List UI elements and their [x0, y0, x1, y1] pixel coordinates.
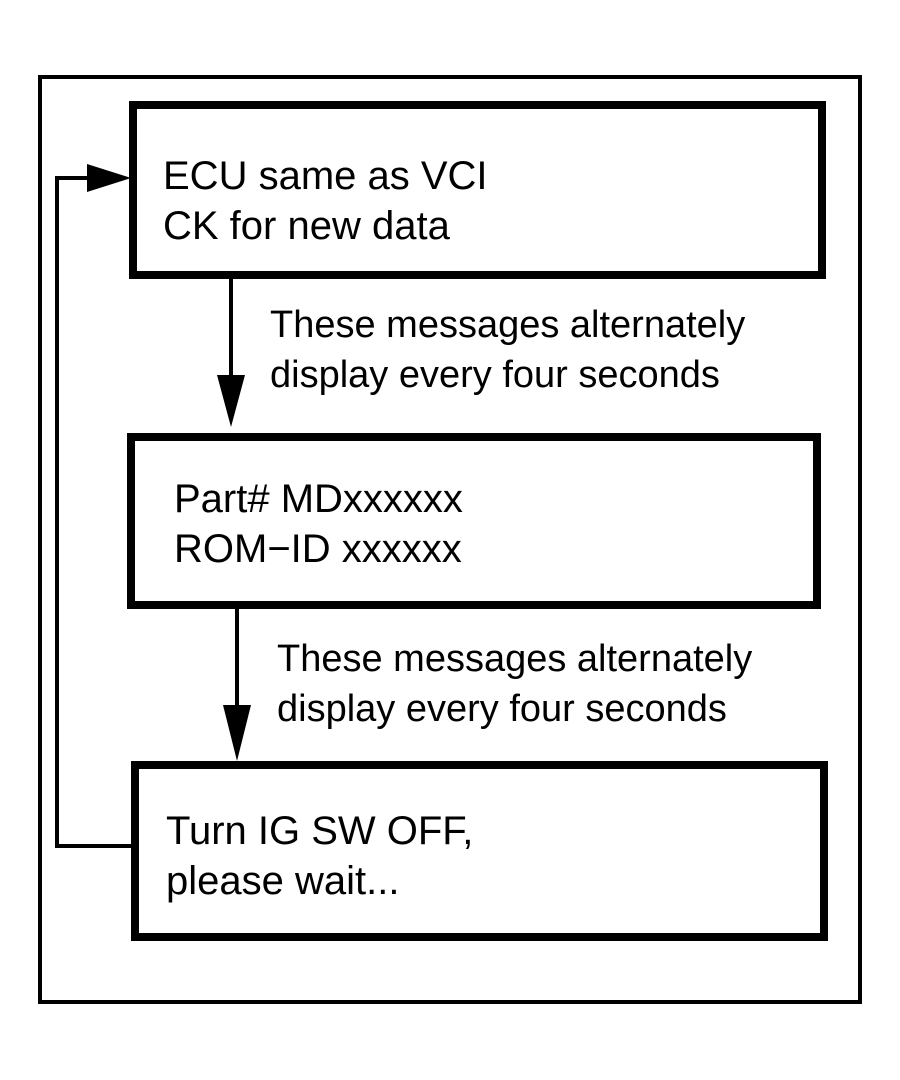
node-line: Part# MDxxxxxx — [174, 477, 463, 521]
edge-label-line: display every four seconds — [270, 354, 720, 396]
node-turn-ig-off: Turn IG SW OFF, please wait... — [131, 761, 828, 941]
edge-arrow-2-to-3 — [223, 609, 251, 761]
edge-label-line: display every four seconds — [277, 688, 727, 730]
edge-arrow-3-to-1 — [55, 164, 131, 848]
node-line: ECU same as VCI — [163, 154, 488, 198]
node-line: please wait... — [166, 859, 400, 903]
edge-label-line: These messages alternately — [270, 304, 746, 346]
node-part-rom-id: Part# MDxxxxxx ROM−ID xxxxxx — [127, 433, 821, 609]
edge-label-line: These messages alternately — [277, 638, 753, 680]
edge-label-2-to-3: These messages alternately display every… — [277, 634, 752, 734]
outer-border — [38, 75, 862, 1004]
node-line: CK for new data — [163, 204, 450, 248]
edge-label-1-to-2: These messages alternately display every… — [270, 300, 745, 400]
edge-arrow-1-to-2 — [217, 279, 245, 427]
node-line: Turn IG SW OFF, — [166, 809, 474, 853]
node-ecu-same-as-vci: ECU same as VCI CK for new data — [129, 101, 826, 279]
node-line: ROM−ID xxxxxx — [174, 527, 462, 571]
